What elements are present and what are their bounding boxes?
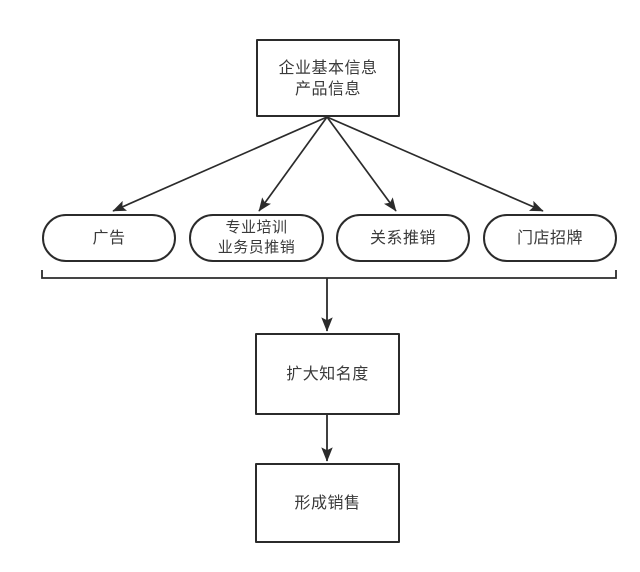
node-sales[interactable]: 形成销售 <box>255 463 400 543</box>
node-storefront[interactable]: 门店招牌 <box>483 214 617 262</box>
node-advertising-label: 广告 <box>92 228 126 248</box>
node-source[interactable]: 企业基本信息 产品信息 <box>256 39 400 117</box>
node-training-label: 专业培训 业务员推销 <box>217 218 296 256</box>
node-source-label: 企业基本信息 产品信息 <box>278 57 378 98</box>
node-relationship[interactable]: 关系推销 <box>336 214 470 262</box>
node-storefront-label: 门店招牌 <box>516 228 583 248</box>
join-bar <box>41 270 617 279</box>
node-relationship-label: 关系推销 <box>369 228 436 248</box>
edge-source-to-advertising <box>112 116 328 212</box>
node-sales-label: 形成销售 <box>294 493 361 513</box>
node-awareness[interactable]: 扩大知名度 <box>255 333 400 415</box>
node-advertising[interactable]: 广告 <box>42 214 176 262</box>
edge-source-to-training <box>258 116 328 212</box>
node-awareness-label: 扩大知名度 <box>286 364 369 384</box>
edge-source-to-storefront <box>326 116 544 212</box>
edge-source-to-relationship <box>326 116 397 212</box>
node-training[interactable]: 专业培训 业务员推销 <box>189 214 324 262</box>
